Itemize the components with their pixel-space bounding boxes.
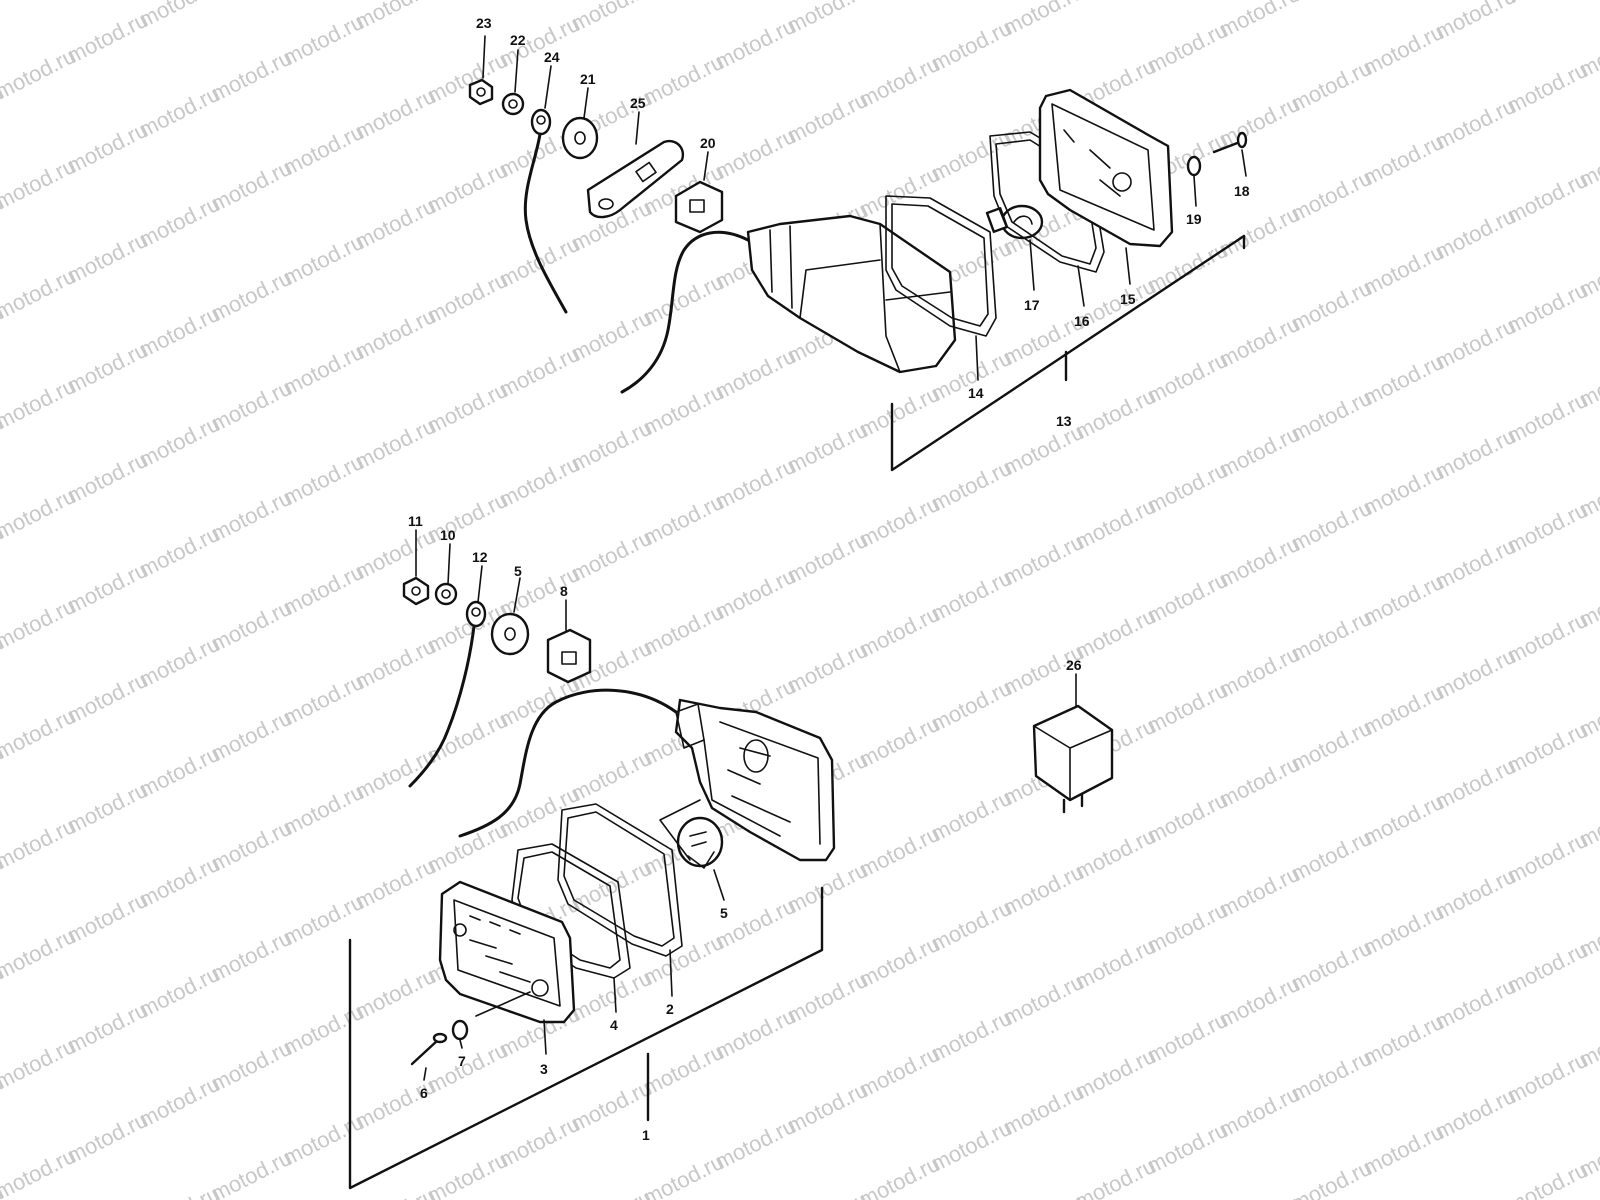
lead-wire-top [620,230,750,394]
housing-14-body [746,214,957,374]
lead-wire-bottom [458,688,678,838]
housing-bottom [674,698,836,862]
label-20: 20 [700,135,716,151]
nut-11 [402,576,430,606]
washer-21 [561,116,599,160]
front-turn-signal-assembly [348,529,1114,1190]
label-24: 24 [544,49,560,65]
lock-washer-10 [434,582,458,606]
flasher-relay-26 [1032,704,1114,814]
label-25: 25 [630,95,646,111]
label-2: 2 [666,1001,674,1017]
connector-20 [674,180,724,234]
label-11: 11 [408,513,423,529]
leader-lines-top [482,35,1247,381]
gasket-2 [557,803,683,957]
label-6: 6 [420,1085,428,1101]
label-4: 4 [610,1017,618,1033]
leader-lines-bottom [415,529,1077,1081]
label-16: 16 [1074,313,1090,329]
assembly-bracket-13 [890,234,1246,472]
bulb-17 [985,204,1044,240]
label-26: 26 [1066,657,1082,673]
connector-8 [546,628,592,684]
label-18: 18 [1234,183,1250,199]
label-7: 7 [458,1053,466,1069]
ground-wire-12 [408,600,487,788]
label-3: 3 [540,1061,548,1077]
label-13: 13 [1056,413,1072,429]
lens-3 [438,880,576,1024]
label-5: 5 [720,905,728,921]
ground-wire-24 [523,108,568,314]
label-15: 15 [1120,291,1136,307]
washer-19 [1186,155,1202,177]
nut-23 [468,78,494,106]
assembly-bracket-1 [348,886,824,1190]
screw-18 [1212,131,1248,154]
label-12: 12 [472,549,488,565]
label-19: 19 [1186,211,1202,227]
washer-9 [490,612,530,656]
lock-washer-22 [501,92,525,116]
gasket-14 [885,195,997,337]
label-21: 21 [580,71,596,87]
washer-7 [451,1019,469,1041]
label-1: 1 [642,1127,650,1143]
label-14: 14 [968,385,984,401]
label-10: 10 [440,527,456,543]
label-22: 22 [510,32,526,48]
screw-6 [410,991,531,1066]
label-8: 8 [560,583,568,599]
rear-turn-signal-assembly [468,35,1248,472]
lens-15 [1038,88,1174,248]
bulb-5 [659,799,724,869]
label-9: 5 [514,563,522,579]
bracket-25 [586,139,685,219]
part-number-labels: 23 22 24 21 25 20 18 19 15 16 17 14 13 1… [408,15,1250,1143]
label-23: 23 [476,15,492,31]
label-17: 17 [1024,297,1040,313]
